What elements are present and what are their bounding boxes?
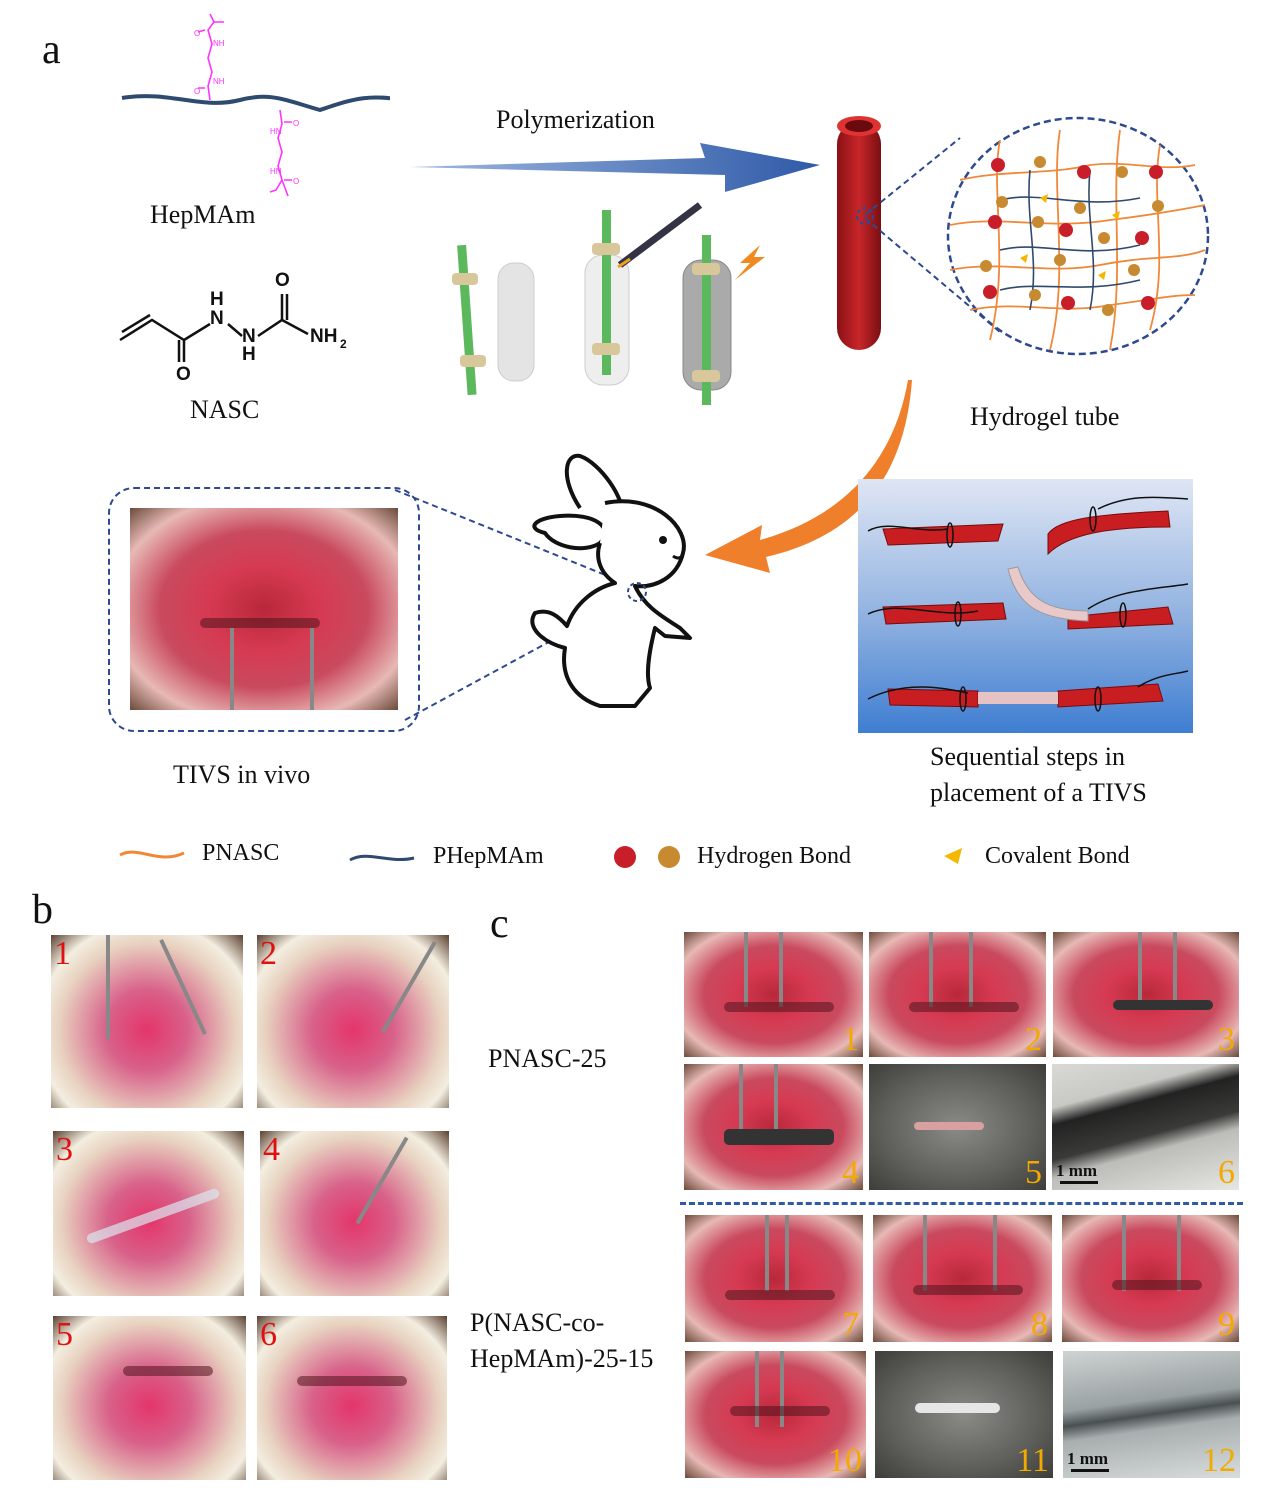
- svg-text:O: O: [194, 87, 200, 96]
- svg-text:HN: HN: [270, 127, 282, 136]
- panel-c-photo-5: 5: [869, 1064, 1046, 1190]
- hepmam-structure: O NH O NH O HN O HN: [121, 13, 390, 197]
- group-divider: [680, 1202, 1243, 1205]
- panel-c-photo-8: 8: [873, 1215, 1052, 1342]
- svg-text:O: O: [293, 119, 299, 128]
- rabbit-illustration: [530, 453, 692, 708]
- svg-text:NH: NH: [213, 77, 225, 86]
- panel-b-photo-6: 6: [257, 1316, 447, 1480]
- panel-c-photo-10: 10: [685, 1351, 866, 1478]
- sequential-steps-panel: [858, 479, 1193, 733]
- svg-text:N: N: [210, 308, 224, 329]
- svg-text:O: O: [176, 364, 191, 385]
- panel-b-photo-5: 5: [53, 1316, 246, 1480]
- pnasc-legend-line-icon: [119, 850, 185, 859]
- svg-text:H: H: [210, 289, 224, 310]
- panel-b-photo-2: 2: [257, 935, 449, 1108]
- svg-text:O: O: [194, 29, 200, 38]
- group-label-copolymer-line1: P(NASC-co-: [470, 1308, 605, 1337]
- implant-arrow: [705, 380, 912, 573]
- hydrogel-tube-icon: [837, 116, 881, 350]
- svg-text:NH: NH: [213, 39, 225, 48]
- legend-phepmam: PHepMAm: [433, 843, 544, 869]
- group-label-pnasc-25: PNASC-25: [488, 1044, 607, 1073]
- svg-text:H: H: [242, 344, 256, 365]
- svg-text:2: 2: [340, 337, 347, 351]
- panel-c-photo-2: 2: [869, 932, 1046, 1057]
- hydrogel-network-zoom: [856, 116, 1210, 356]
- legend-covalent-bond: Covalent Bond: [985, 843, 1130, 869]
- group-label-copolymer-line2: HepMAm)-25-15: [470, 1344, 654, 1373]
- tivs-in-vivo-photo: [130, 508, 398, 710]
- panel-c-photo-3: 3: [1053, 932, 1239, 1057]
- svg-text:HN: HN: [270, 167, 282, 176]
- svg-text:N: N: [242, 326, 256, 347]
- phepmam-legend-line-icon: [349, 854, 415, 862]
- panel-c-photo-7: 7: [685, 1215, 863, 1342]
- hydrogen-bond-legend-icon: [614, 846, 680, 868]
- panel-a-letter: a: [42, 27, 61, 73]
- panel-b-photo-3: 3: [53, 1131, 244, 1296]
- scale-bar: 1 mm: [1067, 1449, 1109, 1472]
- panel-c-photo-1: 1: [684, 932, 863, 1057]
- mold-assembly-illustration: [452, 202, 765, 405]
- hepmam-label: HepMAm: [150, 200, 256, 229]
- polymerization-label: Polymerization: [496, 105, 655, 134]
- sequential-steps-label-line2: placement of a TIVS: [930, 778, 1147, 807]
- tivs-in-vivo-label: TIVS in vivo: [173, 760, 311, 789]
- covalent-bond-legend-icon: [944, 848, 962, 864]
- polymerization-arrow: [410, 143, 820, 192]
- svg-text:O: O: [293, 177, 299, 186]
- panel-b-photo-1: 1: [51, 935, 243, 1108]
- legend-hydrogen-bond: Hydrogen Bond: [697, 843, 851, 869]
- panel-c-letter: c: [490, 901, 509, 947]
- panel-c-photo-4: 4: [684, 1064, 863, 1190]
- hydrogel-tube-label: Hydrogel tube: [970, 402, 1120, 431]
- panel-c-photo-9: 9: [1062, 1215, 1239, 1342]
- scale-bar: 1 mm: [1056, 1161, 1098, 1184]
- svg-text:NH: NH: [310, 326, 337, 347]
- panel-c-photo-11: 11: [875, 1351, 1053, 1478]
- panel-b-letter: b: [32, 887, 53, 933]
- nasc-label: NASC: [190, 395, 260, 424]
- svg-text:O: O: [275, 270, 290, 291]
- legend-pnasc: PNASC: [202, 840, 280, 866]
- tivs-in-vivo-frame: [108, 487, 420, 732]
- sequential-steps-label-line1: Sequential steps in: [930, 742, 1125, 771]
- panel-b-photo-4: 4: [260, 1131, 449, 1296]
